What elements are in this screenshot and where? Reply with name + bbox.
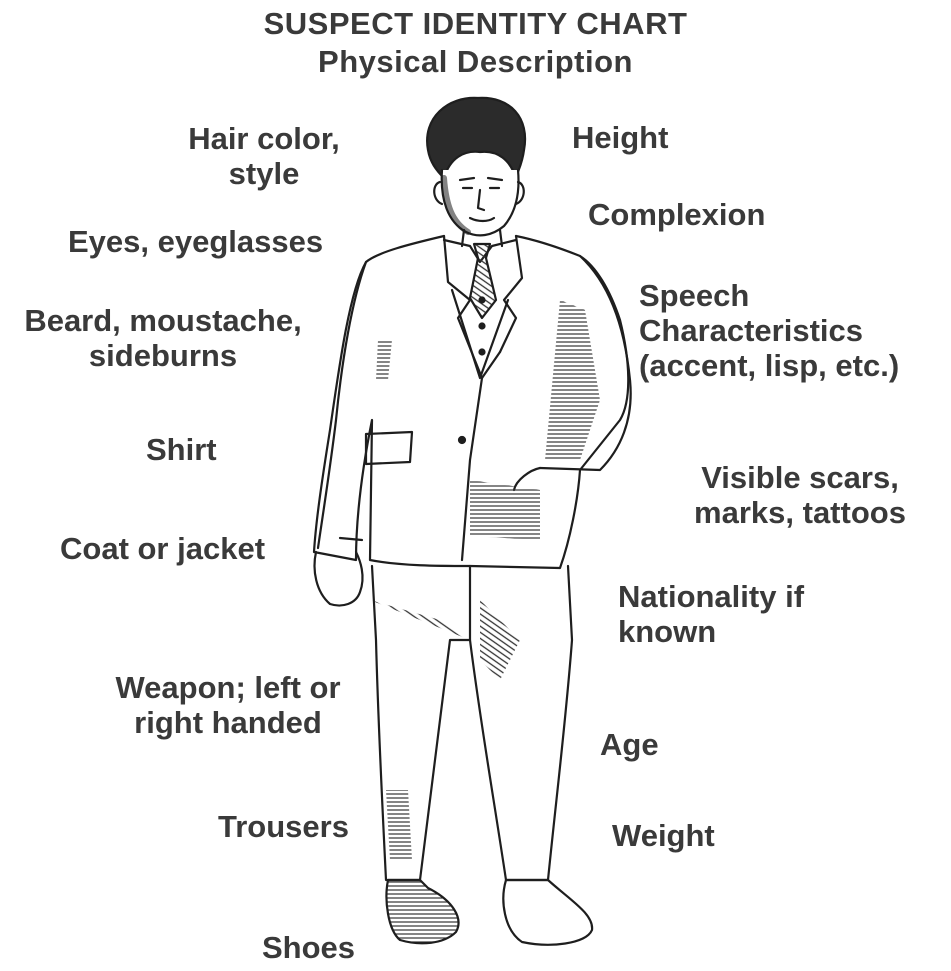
- coat-pocket: [366, 432, 412, 464]
- label-age: Age: [600, 727, 659, 762]
- chart-title: SUSPECT IDENTITY CHART: [0, 6, 951, 42]
- label-trousers: Trousers: [218, 809, 349, 844]
- label-hair: Hair color,style: [164, 121, 364, 191]
- label-weapon: Weapon; left orright handed: [88, 670, 368, 740]
- label-shirt: Shirt: [146, 432, 217, 467]
- left-shoe: [387, 880, 459, 943]
- necktie: [470, 244, 496, 318]
- label-complexion: Complexion: [588, 197, 765, 232]
- right-shoe: [503, 880, 592, 945]
- label-coat: Coat or jacket: [60, 531, 265, 566]
- label-shoes: Shoes: [262, 930, 355, 965]
- label-height: Height: [572, 120, 668, 155]
- label-eyes: Eyes, eyeglasses: [68, 224, 323, 259]
- label-nationality: Nationality ifknown: [618, 579, 804, 649]
- label-weight: Weight: [612, 818, 715, 853]
- label-beard: Beard, moustache,sideburns: [2, 303, 324, 373]
- hair-shape: [427, 98, 525, 178]
- chart-subtitle: Physical Description: [0, 44, 951, 80]
- label-speech: SpeechCharacteristics(accent, lisp, etc.…: [639, 278, 899, 383]
- head-face: [442, 170, 519, 235]
- arm-shading: [545, 300, 600, 460]
- label-scars: Visible scars,marks, tattoos: [670, 460, 930, 530]
